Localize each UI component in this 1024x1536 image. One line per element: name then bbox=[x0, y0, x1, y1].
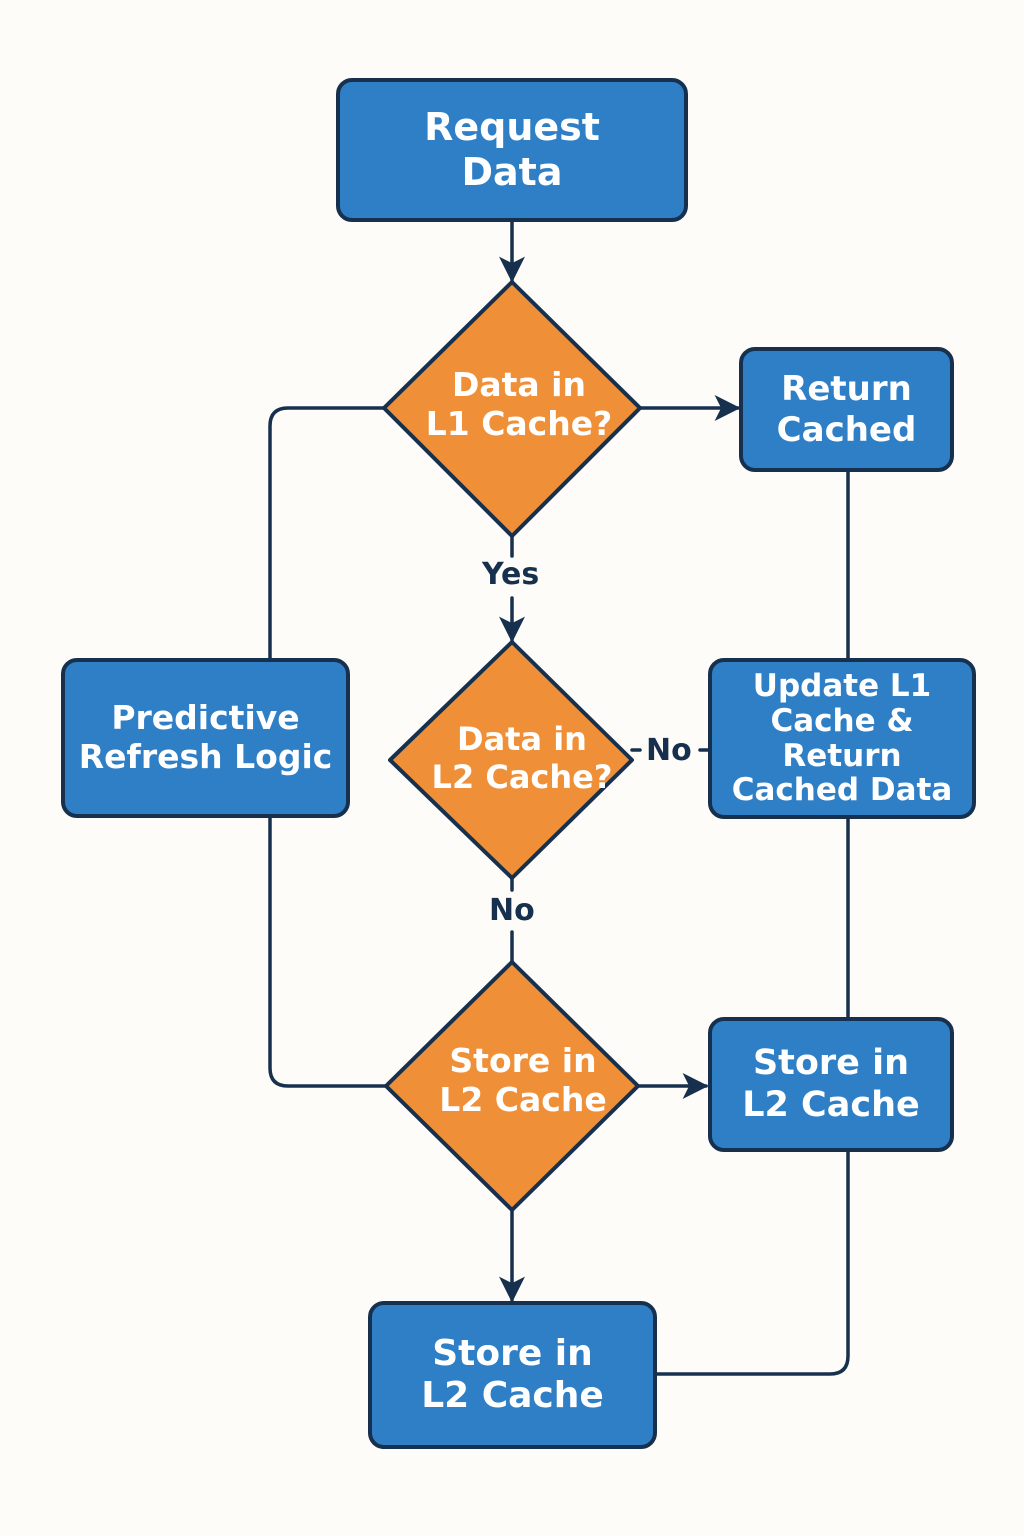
predictive-refresh-box bbox=[61, 658, 350, 818]
store-l2-decision-diamond bbox=[384, 960, 640, 1212]
edge-l1-to-predictive-refresh bbox=[268, 406, 386, 662]
edge-predictive-to-store-decision bbox=[268, 816, 388, 1088]
l2-decision-diamond bbox=[388, 640, 634, 880]
yes-edge-label: Yes bbox=[482, 557, 540, 592]
store-l2-bottom-box bbox=[368, 1301, 657, 1449]
request-data-box bbox=[336, 78, 688, 222]
return-cached-box bbox=[739, 347, 954, 472]
edge-store-right-to-store-bottom bbox=[653, 1148, 850, 1376]
no-down-edge-label: No bbox=[489, 893, 535, 928]
store-l2-right-box bbox=[708, 1017, 954, 1152]
no-right-edge-label: No bbox=[646, 733, 692, 768]
l1-decision-diamond bbox=[382, 280, 642, 538]
update-l1-box bbox=[708, 658, 976, 819]
